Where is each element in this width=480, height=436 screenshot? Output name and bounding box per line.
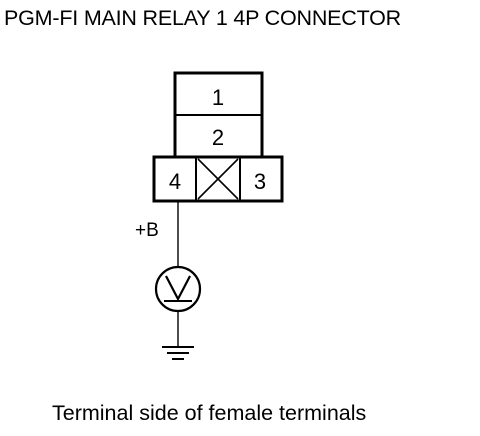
unused-cavity-cross — [197, 158, 239, 200]
supply-label: +B — [135, 220, 159, 241]
terminal-4-label: 4 — [169, 169, 181, 194]
connector-lower-housing — [152, 155, 284, 203]
terminal-1-label: 1 — [212, 85, 224, 110]
terminal-2-label: 2 — [212, 125, 224, 150]
diagram-caption: Terminal side of female terminals — [52, 401, 367, 425]
diagram-title: PGM-FI MAIN RELAY 1 4P CONNECTOR — [4, 6, 402, 30]
ground-icon — [162, 346, 194, 360]
voltmeter-icon — [154, 265, 202, 313]
terminal-3-label: 3 — [254, 169, 266, 194]
